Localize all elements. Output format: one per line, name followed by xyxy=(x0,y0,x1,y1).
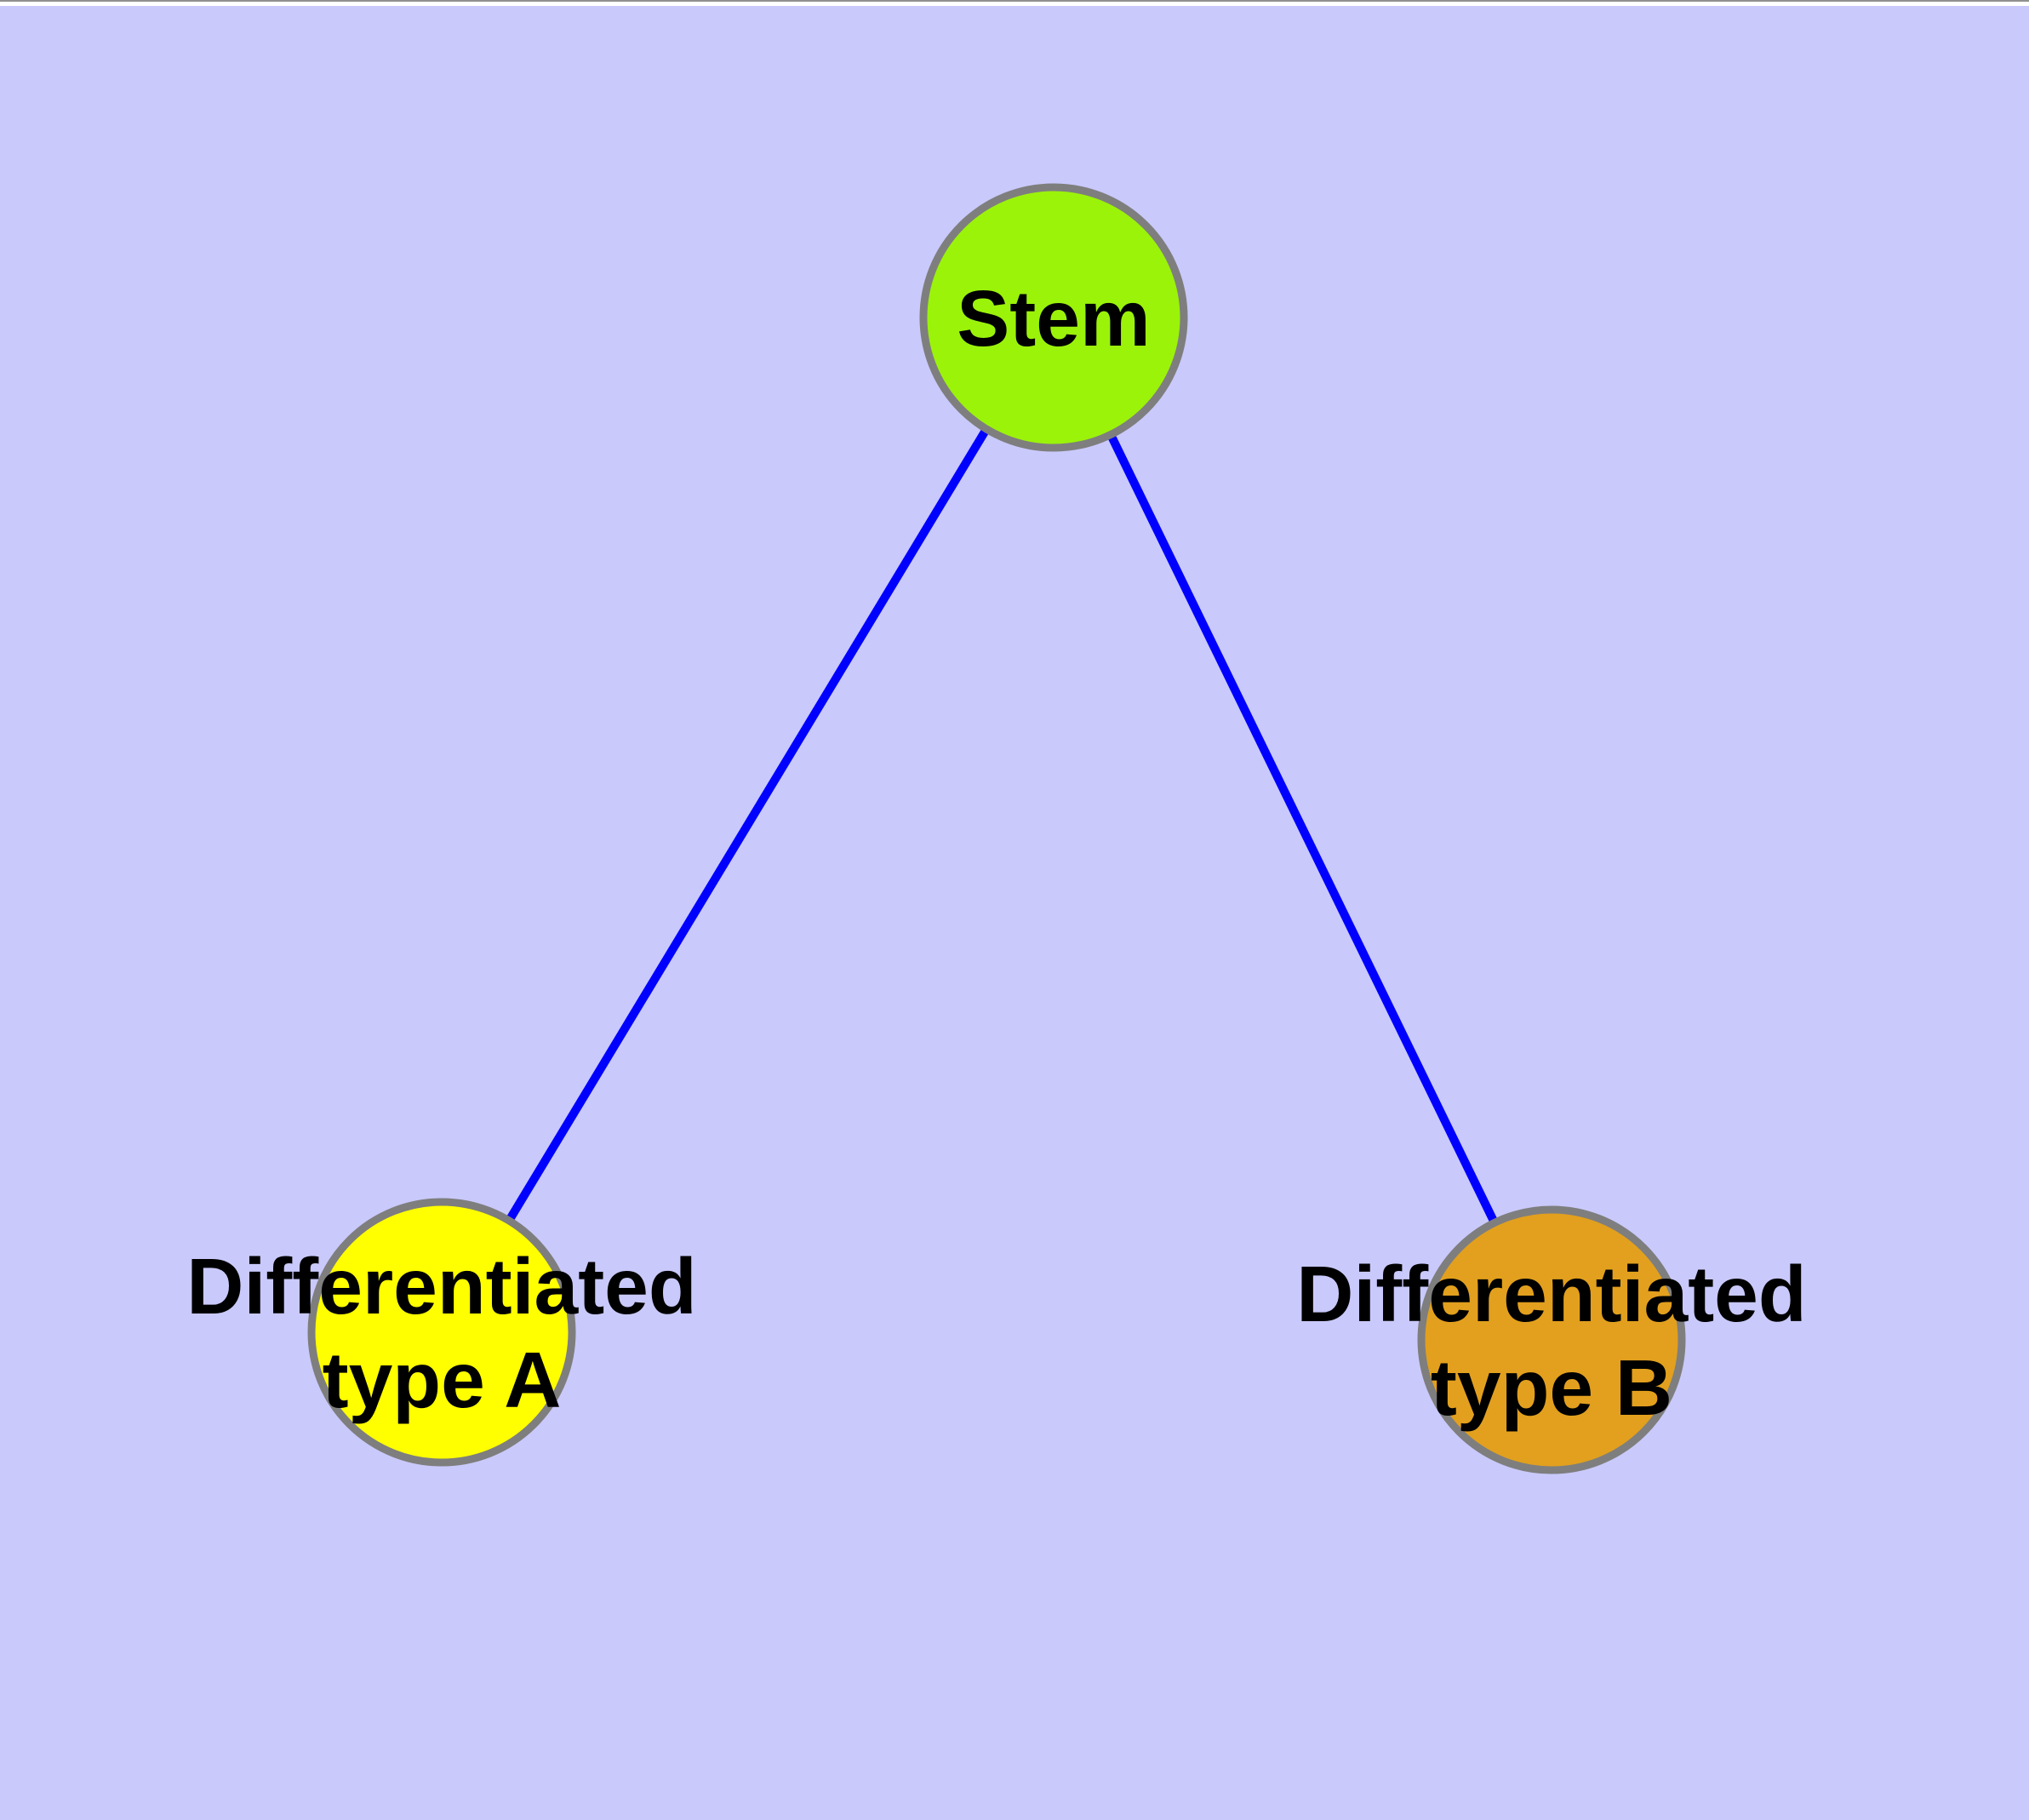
node-differentiated-type-b: Differentiated type B xyxy=(1296,1205,1807,1474)
node-stem: Stem xyxy=(919,183,1188,452)
node-differentiated-type-a: Differentiated type A xyxy=(186,1198,697,1467)
edge-stem-to-type-a xyxy=(437,315,1058,1335)
node-type-b-label-line1: Differentiated xyxy=(1296,1250,1806,1338)
top-border-rule xyxy=(0,0,2029,2)
edge-stem-to-type-b xyxy=(1049,315,1556,1342)
node-type-b-label-line2: type B xyxy=(1431,1343,1672,1432)
node-stem-circle xyxy=(919,183,1188,452)
edge-group xyxy=(437,315,1556,1342)
node-type-a-circle xyxy=(307,1198,576,1467)
node-type-a-label-line1: Differentiated xyxy=(186,1242,696,1331)
node-type-b-circle xyxy=(1417,1205,1686,1474)
node-stem-label: Stem xyxy=(957,274,1150,363)
node-type-a-label-line2: type A xyxy=(323,1336,562,1424)
